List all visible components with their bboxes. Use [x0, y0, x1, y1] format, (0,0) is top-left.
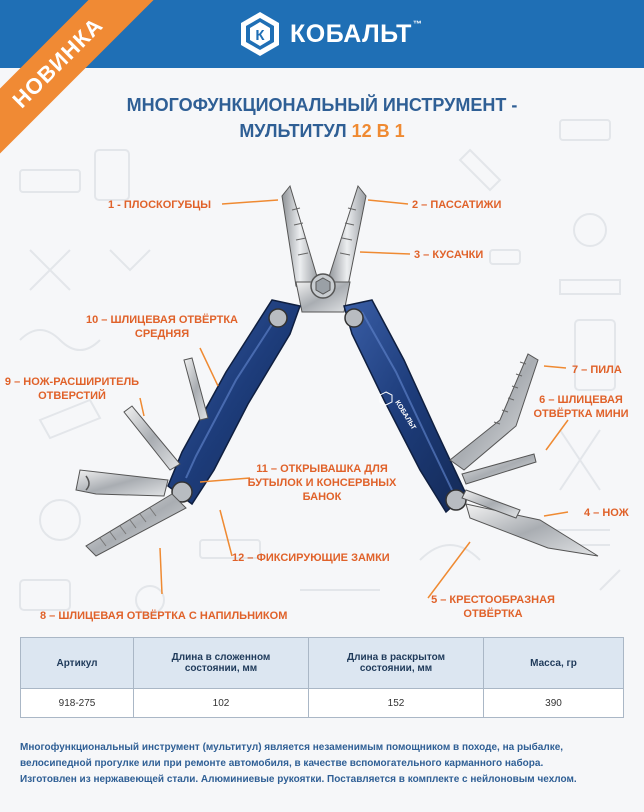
callout-5-line-2: ОТВЁРТКА: [463, 608, 523, 620]
callout-9: 9 – НОЖ-РАСШИРИТЕЛЬ ОТВЕРСТИЙ: [0, 375, 144, 403]
header-folded-length: Длина в сложенном состоянии, мм: [133, 637, 309, 689]
callout-9-line-1: 9 – НОЖ-РАСШИРИТЕЛЬ: [4, 376, 140, 388]
reamer-blade: [123, 405, 181, 471]
callout-11-line-3: БАНОК: [302, 491, 342, 503]
bottle-opener-blade: [75, 469, 169, 497]
handle-logo-icon: [379, 391, 393, 406]
cell-mass: 390: [483, 688, 624, 718]
header-folded-length-line-1: Длина в сложенном: [171, 652, 271, 663]
header-article: Артикул: [20, 637, 134, 689]
file-screwdriver-blade: [85, 493, 187, 557]
header-open-length-line-1: Длина в раскрытом: [347, 652, 445, 663]
header-open-length: Длина в раскрытом состоянии, мм: [308, 637, 484, 689]
mini-screwdriver: [461, 453, 537, 485]
callout-1: 1 - ПЛОСКОГУБЦЫ: [108, 199, 212, 211]
phillips-screwdriver: [461, 489, 521, 519]
callout-10-line-1: 10 – ШЛИЦЕВАЯ ОТВЁРТКА: [86, 314, 238, 326]
callout-6: 6 – ШЛИЦЕВАЯ ОТВЁРТКА МИНИ: [526, 393, 636, 421]
title-line-2-accent: 12 В 1: [351, 121, 405, 141]
callout-12: 12 – ФИКСИРУЮЩИЕ ЗАМКИ: [232, 552, 390, 564]
description-line-1: Многофункциональный инструмент (мультиту…: [20, 742, 564, 753]
page-title: МНОГОФУНКЦИОНАЛЬНЫЙ ИНСТРУМЕНТ - МУЛЬТИТ…: [0, 92, 644, 144]
callout-11-line-1: 11 – ОТКРЫВАШКА ДЛЯ: [256, 463, 388, 475]
cell-open-length: 152: [308, 688, 484, 718]
callout-6-line-1: 6 – ШЛИЦЕВАЯ: [539, 394, 623, 406]
callout-7: 7 – ПИЛА: [572, 364, 622, 376]
cell-article: 918-275: [20, 688, 134, 718]
brand-logo: К КОБАЛЬТ ™: [236, 10, 422, 58]
title-line-1: МНОГОФУНКЦИОНАЛЬНЫЙ ИНСТРУМЕНТ -: [126, 95, 518, 115]
table-row: 918-275 102 152 390: [20, 688, 624, 718]
spec-table: Артикул Длина в сложенном состоянии, мм …: [20, 637, 624, 718]
brand-hex-icon: К: [241, 12, 279, 56]
callout-6-line-2: ОТВЁРТКА МИНИ: [533, 408, 629, 420]
product-description: Многофункциональный инструмент (мультиту…: [20, 740, 630, 788]
description-line-3: Изготовлен из нержавеющей стали. Алюмини…: [20, 774, 577, 785]
callout-8: 8 – ШЛИЦЕВАЯ ОТВЁРТКА С НАПИЛЬНИКОМ: [40, 610, 288, 622]
callout-10: 10 – ШЛИЦЕВАЯ ОТВЁРТКА СРЕДНЯЯ: [74, 313, 250, 341]
cell-folded-length: 102: [133, 688, 309, 718]
svg-text:К: К: [255, 27, 265, 44]
medium-screwdriver: [183, 357, 209, 421]
callout-4: 4 – НОЖ: [584, 507, 629, 519]
saw-blade: [449, 353, 539, 471]
multitool-illustration: КОБАЛЬТ: [75, 184, 599, 557]
callout-10-line-2: СРЕДНЯЯ: [134, 328, 190, 340]
header-folded-length-line-2: состоянии, мм: [184, 663, 258, 674]
description-line-2: велосипедной прогулке или при ремонте ав…: [20, 758, 544, 769]
brand-trademark: ™: [412, 19, 422, 29]
callout-5: 5 – КРЕСТООБРАЗНАЯ ОТВЁРТКА: [426, 593, 560, 621]
header-open-length-line-2: состоянии, мм: [359, 663, 433, 674]
callout-11-line-2: БУТЫЛОК И КОНСЕРВНЫХ: [247, 477, 397, 489]
title-line-2-main: МУЛЬТИТУЛ: [239, 121, 352, 141]
callout-2: 2 – ПАССАТИЖИ: [412, 199, 502, 211]
title-line-2: МУЛЬТИТУЛ 12 В 1: [0, 118, 644, 144]
callout-11: 11 – ОТКРЫВАШКА ДЛЯ БУТЫЛОК И КОНСЕРВНЫХ…: [240, 462, 404, 504]
callout-5-line-1: 5 – КРЕСТООБРАЗНАЯ: [431, 594, 555, 606]
header-mass: Масса, гр: [483, 637, 624, 689]
callout-3: 3 – КУСАЧКИ: [414, 249, 484, 261]
callout-9-line-2: ОТВЕРСТИЙ: [38, 390, 106, 402]
knife-blade: [465, 503, 599, 557]
spec-table-header-row: Артикул Длина в сложенном состоянии, мм …: [20, 637, 624, 689]
brand-name: КОБАЛЬТ: [290, 19, 412, 48]
